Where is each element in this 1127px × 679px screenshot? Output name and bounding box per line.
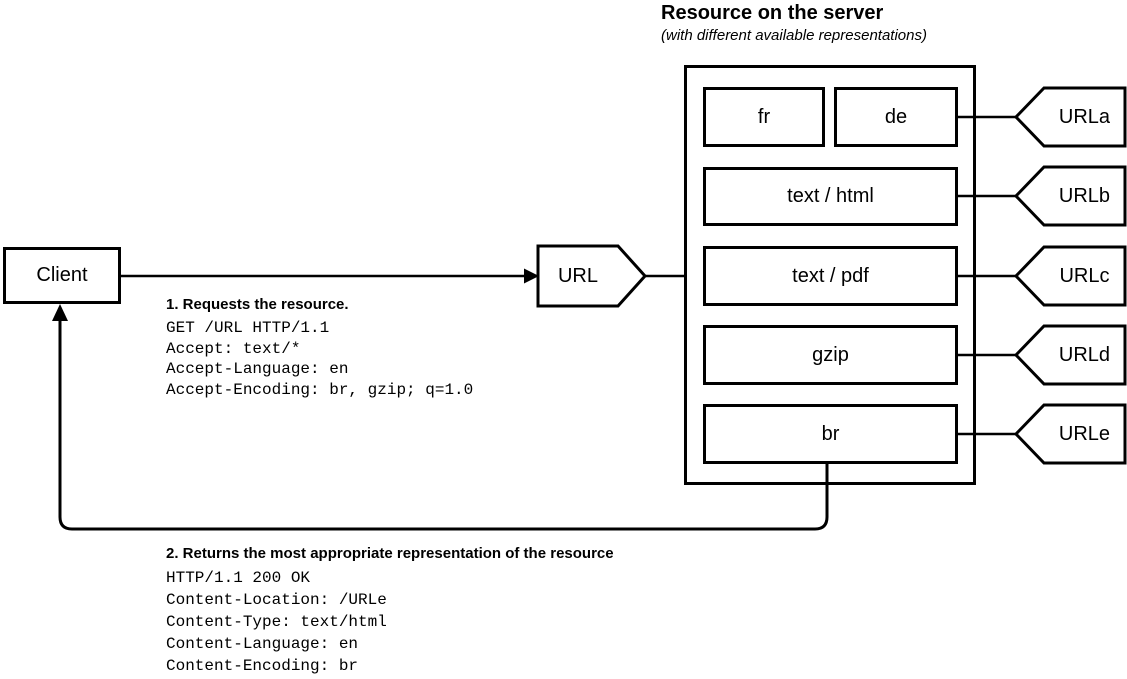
request-line: Accept-Encoding: br, gzip; q=1.0 <box>166 380 474 399</box>
response-block: 2. Returns the most appropriate represen… <box>166 545 614 677</box>
server-subtitle: (with different available representation… <box>661 27 927 44</box>
representation-label: text / html <box>787 185 874 207</box>
url-node-shape <box>536 244 648 308</box>
representation-label: text / pdf <box>792 264 869 287</box>
response-line: Content-Location: /URLe <box>166 591 387 609</box>
representation-box-gzip: gzip <box>703 325 958 385</box>
url-tag-shape-d <box>1013 324 1127 386</box>
request-arrowhead-icon <box>524 268 539 284</box>
representation-box-fr: fr <box>703 87 825 147</box>
representation-label: de <box>884 105 908 128</box>
url-tag-shape-b <box>1013 165 1127 227</box>
response-line: HTTP/1.1 200 OK <box>166 569 311 587</box>
response-line: Content-Type: text/html <box>166 613 387 631</box>
client-node: Client <box>3 247 121 304</box>
return-arrow-line <box>58 312 829 531</box>
server-box <box>684 65 976 485</box>
response-line: Content-Encoding: br <box>166 657 359 675</box>
url-tag-shape-c <box>1013 245 1127 307</box>
representation-label: br <box>821 422 840 445</box>
url-tag-shape-a <box>1013 86 1127 148</box>
request-line: GET /URL HTTP/1.1 <box>166 319 330 337</box>
representation-label: fr <box>757 105 771 128</box>
request-heading: 1. Requests the resource. <box>166 296 349 313</box>
request-block: 1. Requests the resource. GET /URL HTTP/… <box>166 296 473 400</box>
representation-label: gzip <box>812 343 849 366</box>
server-title: Resource on the server <box>661 2 884 24</box>
representation-box-de: de <box>834 87 958 147</box>
representation-box-br: br <box>703 404 958 464</box>
return-arrowhead-icon <box>52 304 68 321</box>
response-line: Content-Language: en <box>166 635 359 653</box>
representation-box-text-html: text / html <box>703 167 958 226</box>
request-line: Accept: text/* <box>166 339 301 358</box>
response-heading: 2. Returns the most appropriate represen… <box>166 545 614 562</box>
client-label: Client <box>36 264 88 286</box>
request-line: Accept-Language: en <box>166 360 349 378</box>
representation-box-text-pdf: text / pdf <box>703 246 958 306</box>
url-tag-shape-e <box>1013 403 1127 465</box>
